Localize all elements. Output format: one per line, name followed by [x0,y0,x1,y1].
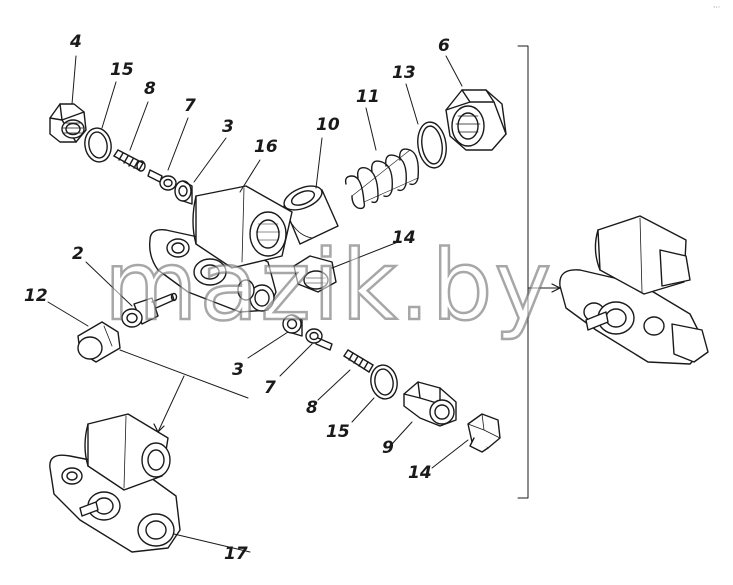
callout-14-upper: 14 [392,228,416,248]
part-9-fitting [403,381,457,427]
callout-8-lower: 8 [306,398,318,418]
callout-3-upper: 3 [222,117,234,137]
part-4-hex-plug [49,103,87,143]
assembly-view-right [559,215,709,365]
part-15-seal-ring-lower [370,364,398,400]
part-16-pump-housing [148,185,293,313]
part-14-plug-upper [293,255,337,293]
callout-4: 4 [70,32,82,52]
part-12-cap [77,321,121,363]
callout-8-upper: 8 [144,79,156,99]
part-8-spring-lower [343,349,374,373]
callout-15-upper: 15 [110,60,134,80]
callout-9: 9 [382,438,394,458]
part-7-valve-pin-lower [305,328,333,351]
part-7-valve-pin-upper [147,169,177,191]
callout-10: 10 [316,115,340,135]
callout-12: 12 [24,286,48,306]
part-3-bushing-lower [282,314,303,337]
part-8-spring-upper [113,149,146,172]
part-10-sleeve [283,185,339,245]
callout-13: 13 [392,63,416,83]
callout-15-lower: 15 [326,422,350,442]
part-2-plunger [121,292,178,328]
part-14-plug-lower [467,413,501,453]
part-15-seal-ring-upper [84,127,112,163]
callout-7-lower: 7 [264,378,276,398]
part-13-seal-ring-large [417,121,447,169]
callout-16: 16 [254,137,278,157]
corner-mark: ᵈʸᵉ [713,5,721,10]
callout-2: 2 [72,244,84,264]
leader-lines [47,45,561,553]
part-11-main-spring [344,148,420,210]
callout-3-lower: 3 [232,360,244,380]
part-6-union-nut [445,89,507,151]
callout-6: 6 [438,36,450,56]
assembly-view-lower-left [49,413,181,553]
part-3-bushing-upper [174,180,193,205]
callout-7-upper: 7 [184,96,196,116]
callout-17: 17 [224,544,248,564]
callout-11: 11 [356,87,380,107]
callout-14-lower: 14 [408,463,432,483]
